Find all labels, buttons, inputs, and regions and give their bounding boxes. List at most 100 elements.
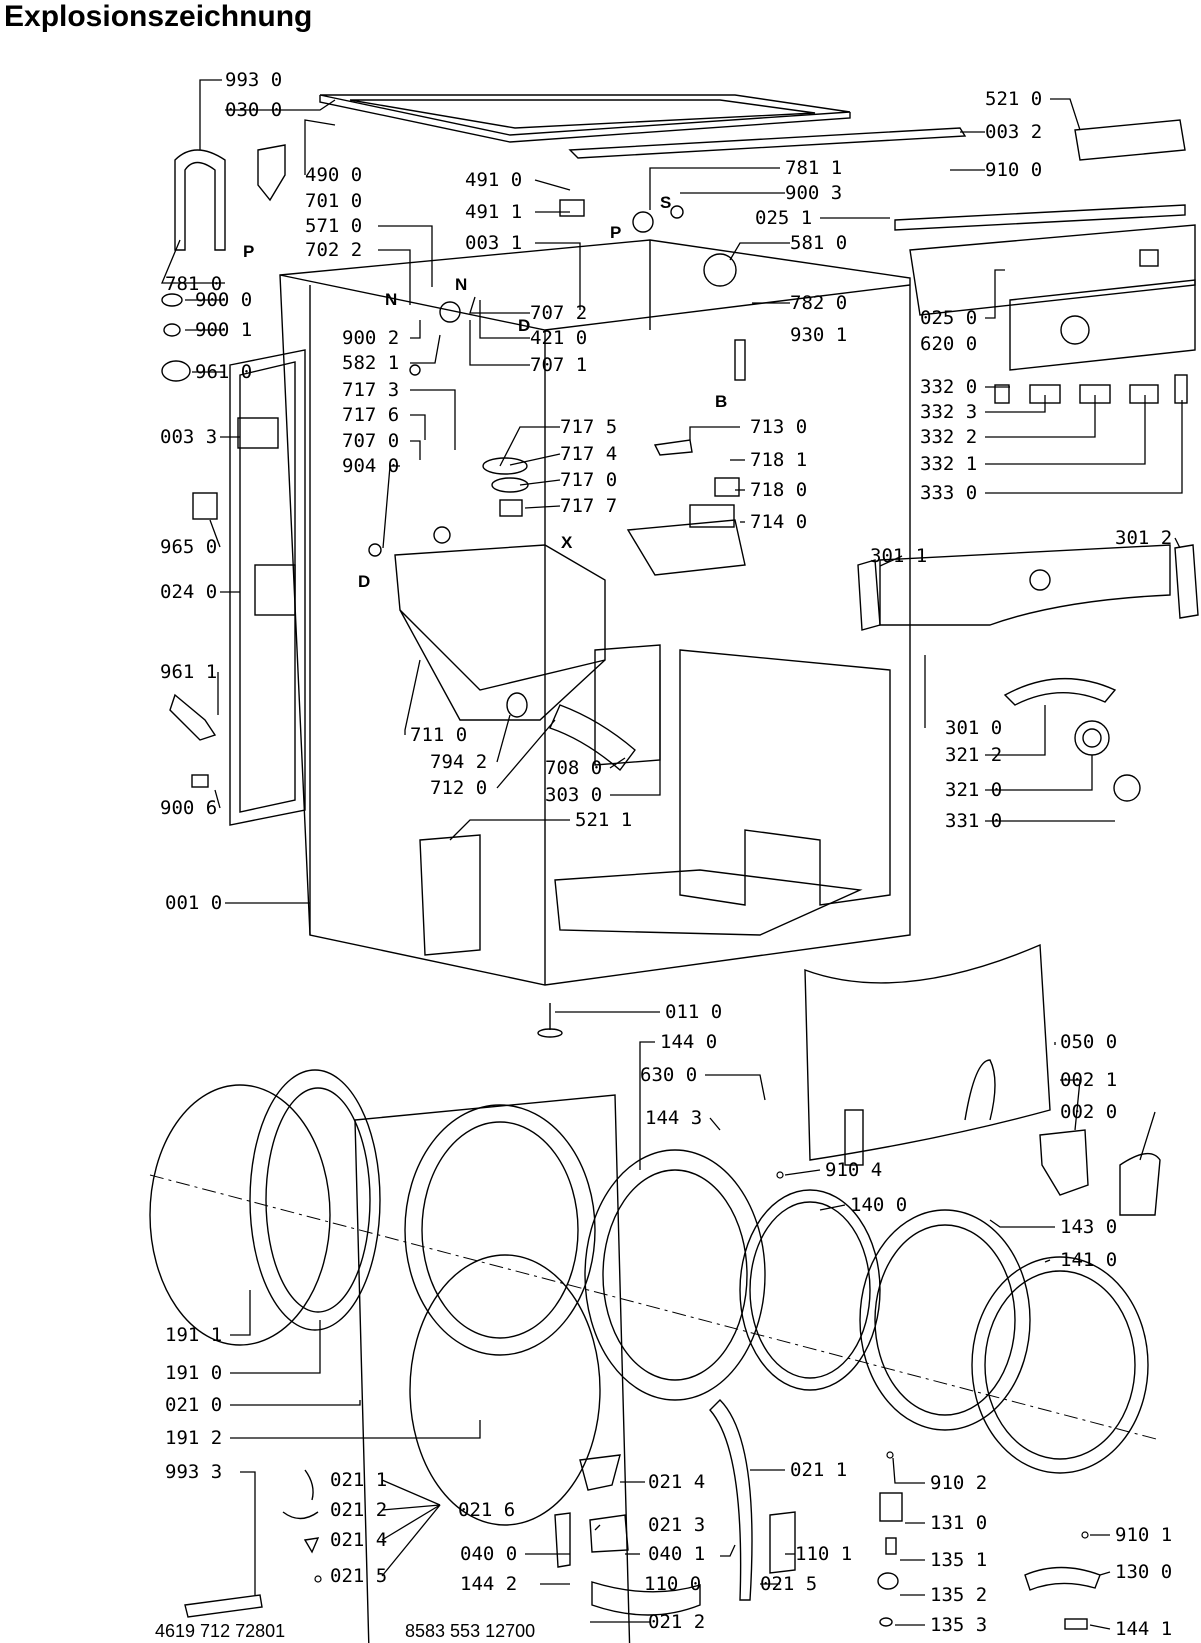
part-label: 143 0 <box>1060 1216 1117 1238</box>
part-label: 191 2 <box>165 1427 222 1449</box>
part-label: 620 0 <box>920 333 977 355</box>
part-label: 717 5 <box>560 416 617 438</box>
part-label: 961 0 <box>195 361 252 383</box>
part-label: 011 0 <box>665 1001 722 1023</box>
part-label: 707 0 <box>342 430 399 452</box>
part-label: 021 2 <box>648 1611 705 1633</box>
part-label: 782 0 <box>790 292 847 314</box>
part-label: 021 0 <box>165 1394 222 1416</box>
part-label: 321 0 <box>945 779 1002 801</box>
page-title: Explosionszeichnung <box>4 0 313 33</box>
part-label: 718 0 <box>750 479 807 501</box>
part-label: 993 3 <box>165 1461 222 1483</box>
part-label: 900 3 <box>785 182 842 204</box>
part-label: 582 1 <box>342 352 399 374</box>
part-label: 303 0 <box>545 784 602 806</box>
part-label: 717 6 <box>342 404 399 426</box>
part-label: 332 1 <box>920 453 977 475</box>
part-label: 993 0 <box>225 69 282 91</box>
part-label: 135 1 <box>930 1549 987 1571</box>
part-label: 708 0 <box>545 757 602 779</box>
part-label: 965 0 <box>160 536 217 558</box>
part-label: 144 3 <box>645 1107 702 1129</box>
part-label: 332 3 <box>920 401 977 423</box>
part-label: 904 0 <box>342 455 399 477</box>
part-label: 630 0 <box>640 1064 697 1086</box>
part-label: 040 0 <box>460 1543 517 1565</box>
part-label: 521 1 <box>575 809 632 831</box>
part-label: 712 0 <box>430 777 487 799</box>
footer-code-right: 8583 553 12700 <box>405 1621 535 1641</box>
part-label: 301 2 <box>1115 527 1172 549</box>
part-labels: 993 0 030 0 490 0 701 0 571 0 702 2 781 … <box>160 69 1172 1640</box>
part-label: 490 0 <box>305 164 362 186</box>
part-label: 021 6 <box>458 1499 515 1521</box>
part-label: 794 2 <box>430 751 487 773</box>
part-label: 050 0 <box>1060 1031 1117 1053</box>
part-label: 910 2 <box>930 1472 987 1494</box>
part-label: 301 1 <box>870 545 927 567</box>
part-label: 025 1 <box>755 207 812 229</box>
part-label: 021 2 <box>330 1499 387 1521</box>
leader-lines <box>161 79 1183 1630</box>
part-label: 717 7 <box>560 495 617 517</box>
part-label: 571 0 <box>305 215 362 237</box>
part-label: 701 0 <box>305 190 362 212</box>
part-label: 910 4 <box>825 1159 882 1181</box>
callout-letter: X <box>561 533 573 552</box>
part-label: 491 0 <box>465 169 522 191</box>
part-label: 131 0 <box>930 1512 987 1534</box>
part-label: 021 3 <box>648 1514 705 1536</box>
part-label: 331 0 <box>945 810 1002 832</box>
part-label: 003 3 <box>160 426 217 448</box>
callout-letters: P N N D S P B X D <box>243 193 727 591</box>
part-label: 900 6 <box>160 797 217 819</box>
part-label: 521 0 <box>985 88 1042 110</box>
part-label: 714 0 <box>750 511 807 533</box>
part-label: 910 0 <box>985 159 1042 181</box>
part-label: 910 1 <box>1115 1524 1172 1546</box>
part-label: 141 0 <box>1060 1249 1117 1271</box>
callout-letter: D <box>358 572 370 591</box>
part-label: 025 0 <box>920 307 977 329</box>
callout-letter: D <box>518 316 530 335</box>
part-label: 717 4 <box>560 443 617 465</box>
part-label: 702 2 <box>305 239 362 261</box>
part-label: 003 1 <box>465 232 522 254</box>
part-label: 135 2 <box>930 1584 987 1606</box>
part-label: 321 2 <box>945 744 1002 766</box>
part-label: 003 2 <box>985 121 1042 143</box>
part-drawings <box>149 94 1199 1643</box>
part-label: 140 0 <box>850 1194 907 1216</box>
part-label: 781 0 <box>165 273 222 295</box>
callout-letter: P <box>243 242 254 261</box>
part-label: 581 0 <box>790 232 847 254</box>
part-label: 332 0 <box>920 376 977 398</box>
part-label: 144 0 <box>660 1031 717 1053</box>
part-label: 021 5 <box>330 1565 387 1587</box>
callout-letter: P <box>610 223 621 242</box>
part-label: 021 4 <box>648 1471 705 1493</box>
part-label: 333 0 <box>920 482 977 504</box>
part-label: 030 0 <box>225 99 282 121</box>
part-label: 930 1 <box>790 324 847 346</box>
part-label: 491 1 <box>465 201 522 223</box>
part-label: 040 1 <box>648 1543 705 1565</box>
part-label: 707 2 <box>530 302 587 324</box>
part-label: 135 3 <box>930 1614 987 1636</box>
footer-code-left: 4619 712 72801 <box>155 1621 285 1641</box>
part-label: 900 0 <box>195 289 252 311</box>
part-label: 718 1 <box>750 449 807 471</box>
part-label: 191 0 <box>165 1362 222 1384</box>
callout-letter: N <box>455 275 467 294</box>
part-label: 110 1 <box>795 1543 852 1565</box>
part-label: 711 0 <box>410 724 467 746</box>
part-label: 717 3 <box>342 379 399 401</box>
part-label: 002 1 <box>1060 1069 1117 1091</box>
part-label: 421 0 <box>530 327 587 349</box>
callout-letter: S <box>660 193 671 212</box>
part-label: 961 1 <box>160 661 217 683</box>
part-label: 332 2 <box>920 426 977 448</box>
part-label: 021 4 <box>330 1529 387 1551</box>
part-label: 900 2 <box>342 327 399 349</box>
